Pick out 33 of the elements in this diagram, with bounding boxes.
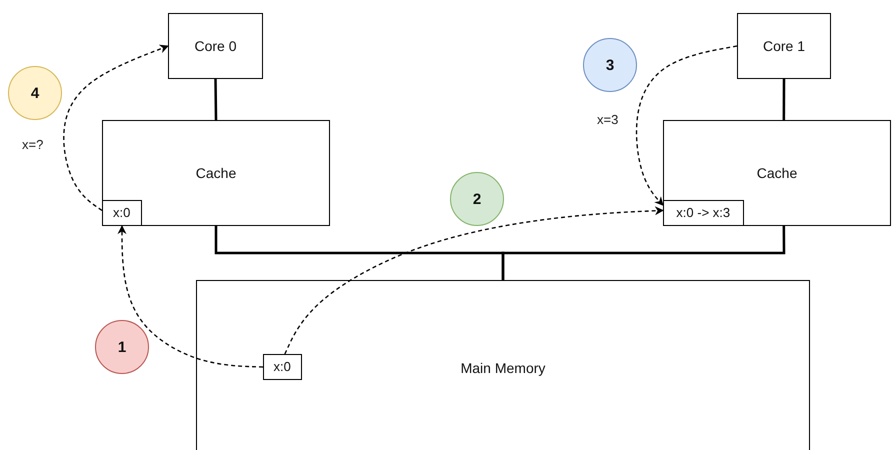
step-number: 4: [30, 84, 40, 102]
dashed-arrow: [284, 206, 664, 354]
value-box: [102, 200, 142, 226]
node-label: Cache: [196, 165, 236, 181]
dashed-arrow: [63, 44, 169, 211]
component-box: [737, 13, 831, 79]
node-label: x:0: [274, 359, 291, 374]
step-number-circle: [8, 66, 62, 120]
connector-line: [782, 79, 786, 120]
connector-line: [214, 78, 218, 120]
step-number: 2: [472, 190, 482, 208]
node-label: Core 1: [762, 38, 806, 54]
variable-note: x=?: [22, 137, 44, 152]
step-number: 1: [118, 338, 126, 356]
step-number-circle: [450, 172, 504, 226]
connector-line: [502, 226, 786, 280]
node-label: x:0: [113, 205, 130, 220]
step-number-circle: [583, 38, 637, 92]
dashed-arrow: [636, 45, 738, 206]
value-box: [262, 354, 302, 380]
dashed-arrow: [118, 225, 264, 368]
value-box: [662, 200, 744, 226]
step-number: 3: [606, 56, 614, 74]
variable-note: x=3: [597, 112, 618, 127]
node-label: x:0 -> x:3: [676, 205, 730, 220]
node-label: Main Memory: [460, 360, 546, 376]
node-label: Core 0: [194, 38, 237, 54]
component-box: [102, 120, 330, 226]
node-label: Cache: [756, 165, 798, 181]
step-number-circle: [95, 320, 149, 374]
memory-box: [196, 280, 810, 450]
component-box: [168, 13, 263, 79]
component-box: [663, 120, 891, 226]
